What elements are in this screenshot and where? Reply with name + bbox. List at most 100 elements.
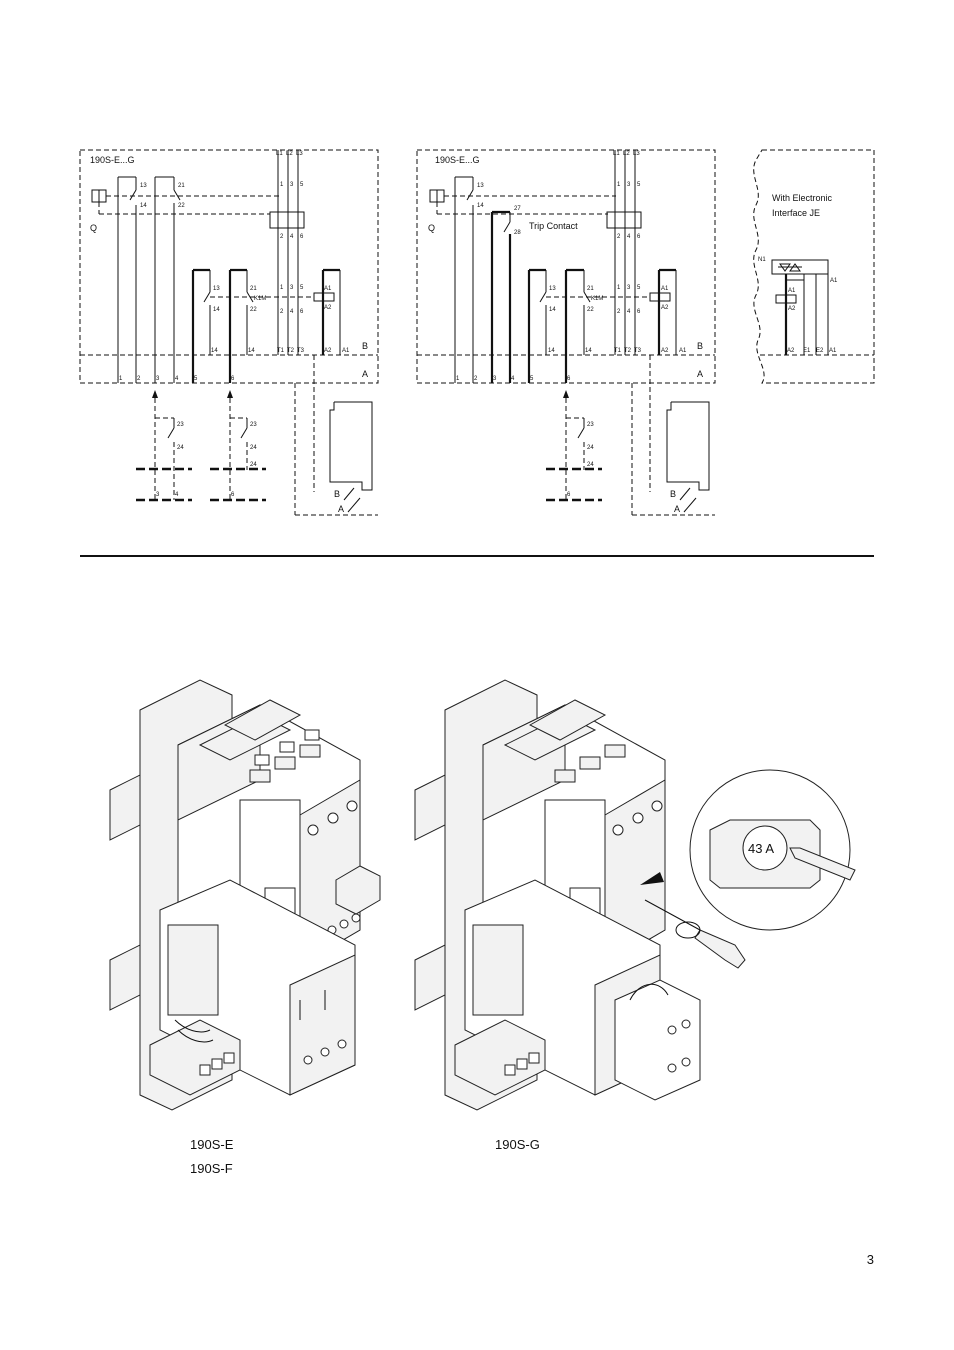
r-row-b-14a: 14 [548, 348, 555, 354]
r-main-top-3: 3 [627, 182, 631, 188]
trip-module-icon [614, 979, 701, 1101]
main-top-5: 5 [300, 182, 304, 188]
interface-coil-icon [775, 294, 797, 304]
interface-row-a1: A1 [829, 348, 837, 354]
r-row-a-2: 2 [474, 376, 478, 382]
r-aux1-13: 13 [477, 183, 484, 189]
row-a-6: 6 [231, 376, 235, 382]
conn-a: A [338, 504, 344, 514]
row-b-14b: 14 [248, 348, 255, 354]
caption-190s-e: 190S-E [190, 1137, 234, 1152]
r-k-13: 13 [549, 286, 556, 292]
ext-3: 3 [156, 492, 160, 498]
r-row-b-t3: T3 [634, 348, 642, 354]
caption-190s-f: 190S-F [190, 1161, 233, 1176]
r-ext-6: 6 [567, 492, 571, 498]
k-22: 22 [250, 307, 257, 313]
r-pb2-24b: 24 [587, 462, 594, 468]
r-cont-top-1: 1 [617, 285, 621, 291]
r-pb2-23: 23 [587, 422, 594, 428]
cont-top-1: 1 [280, 285, 284, 291]
r-row-b-a1: A1 [679, 348, 687, 354]
caption-190s-g: 190S-G [495, 1137, 540, 1152]
k-14: 14 [213, 307, 220, 313]
coil-icon [313, 292, 335, 302]
diagram-title-right: 190S-E...G [435, 155, 480, 165]
connector-block-right-icon [666, 401, 710, 491]
main-top-1: 1 [280, 182, 284, 188]
illustration-190s-e [109, 679, 381, 1111]
r-k-21: 21 [587, 286, 594, 292]
r-phase-l1: L1 [613, 151, 620, 157]
cont-top-5: 5 [300, 285, 304, 291]
rotary-handle-icon [335, 865, 381, 915]
r-cont-bottom-2: 2 [617, 309, 621, 315]
row-a-2: 2 [137, 376, 141, 382]
trip-contact-label: Trip Contact [529, 221, 578, 231]
r-main-top-1: 1 [617, 182, 621, 188]
r-cont-bottom-4: 4 [627, 309, 631, 315]
illustration-190s-g: 43 A [414, 679, 856, 1111]
rotate-arrow-icon [675, 921, 701, 939]
r-coil-a2: A2 [661, 305, 669, 311]
interface-a1: A1 [788, 288, 796, 294]
interface-a1b: A1 [830, 278, 838, 284]
r-k-14: 14 [549, 307, 556, 313]
r-aux1-14: 14 [477, 203, 484, 209]
aux2-21: 21 [178, 183, 185, 189]
label-q: Q [90, 223, 97, 233]
phase-l2: L2 [286, 151, 293, 157]
r-cont-bottom-6: 6 [637, 309, 641, 315]
main-top-3: 3 [290, 182, 294, 188]
ext-6: 6 [231, 492, 235, 498]
pb2-23: 23 [250, 422, 257, 428]
row-a-3: 3 [156, 376, 160, 382]
r-row-a-5: 5 [530, 376, 534, 382]
r-row-a-6: 6 [567, 376, 571, 382]
r-main-bottom-6: 6 [637, 234, 641, 240]
page-number: 3 [866, 1252, 874, 1267]
r-phase-l2: L2 [623, 151, 630, 157]
thermal-overload-right-icon [606, 211, 642, 229]
row-b-14a: 14 [211, 348, 218, 354]
r-row-b-14b: 14 [585, 348, 592, 354]
pb-23: 23 [177, 422, 184, 428]
interface-a2: A2 [788, 306, 796, 312]
row-b-a2: A2 [324, 348, 332, 354]
diagram-right: 190S-E...G Q Trip Contact B A L1 L2 L3 1… [416, 149, 716, 516]
cont-bottom-6: 6 [300, 309, 304, 315]
row-b-a1: A1 [342, 348, 350, 354]
interface-row-e2: E2 [816, 348, 824, 354]
aux1-14: 14 [140, 203, 147, 209]
r-conn-a: A [674, 504, 680, 514]
main-bottom-6: 6 [300, 234, 304, 240]
r-coil-icon [649, 292, 671, 302]
k-13: 13 [213, 286, 220, 292]
main-bottom-2: 2 [280, 234, 284, 240]
k1m-label: K1M [254, 296, 266, 302]
zoom-screwdriver-icon [789, 847, 856, 881]
row-a-4: 4 [175, 376, 179, 382]
diagram-title: 190S-E...G [90, 155, 135, 165]
row-a-1: 1 [119, 376, 123, 382]
r-main-bottom-2: 2 [617, 234, 621, 240]
row-b-t3: T3 [297, 348, 305, 354]
phase-l1: L1 [276, 151, 283, 157]
r-main-bottom-4: 4 [627, 234, 631, 240]
cont-bottom-4: 4 [290, 309, 294, 315]
label-b-right: B [697, 341, 703, 351]
pb2-24b: 24 [250, 462, 257, 468]
interface-title-1: With Electronic [772, 193, 833, 203]
phase-l3: L3 [296, 151, 303, 157]
r-row-b-t1: T1 [614, 348, 622, 354]
diagram-interface-je: With Electronic Interface JE N1 A1 A1 A2… [753, 149, 875, 384]
r-conn-b: B [670, 489, 676, 499]
conn-b: B [334, 489, 340, 499]
r-phase-l3: L3 [633, 151, 640, 157]
r-cont-top-5: 5 [637, 285, 641, 291]
r-k1m-label: K1M [591, 296, 603, 302]
row-a-5: 5 [194, 376, 198, 382]
cont-top-3: 3 [290, 285, 294, 291]
r-cont-top-3: 3 [627, 285, 631, 291]
